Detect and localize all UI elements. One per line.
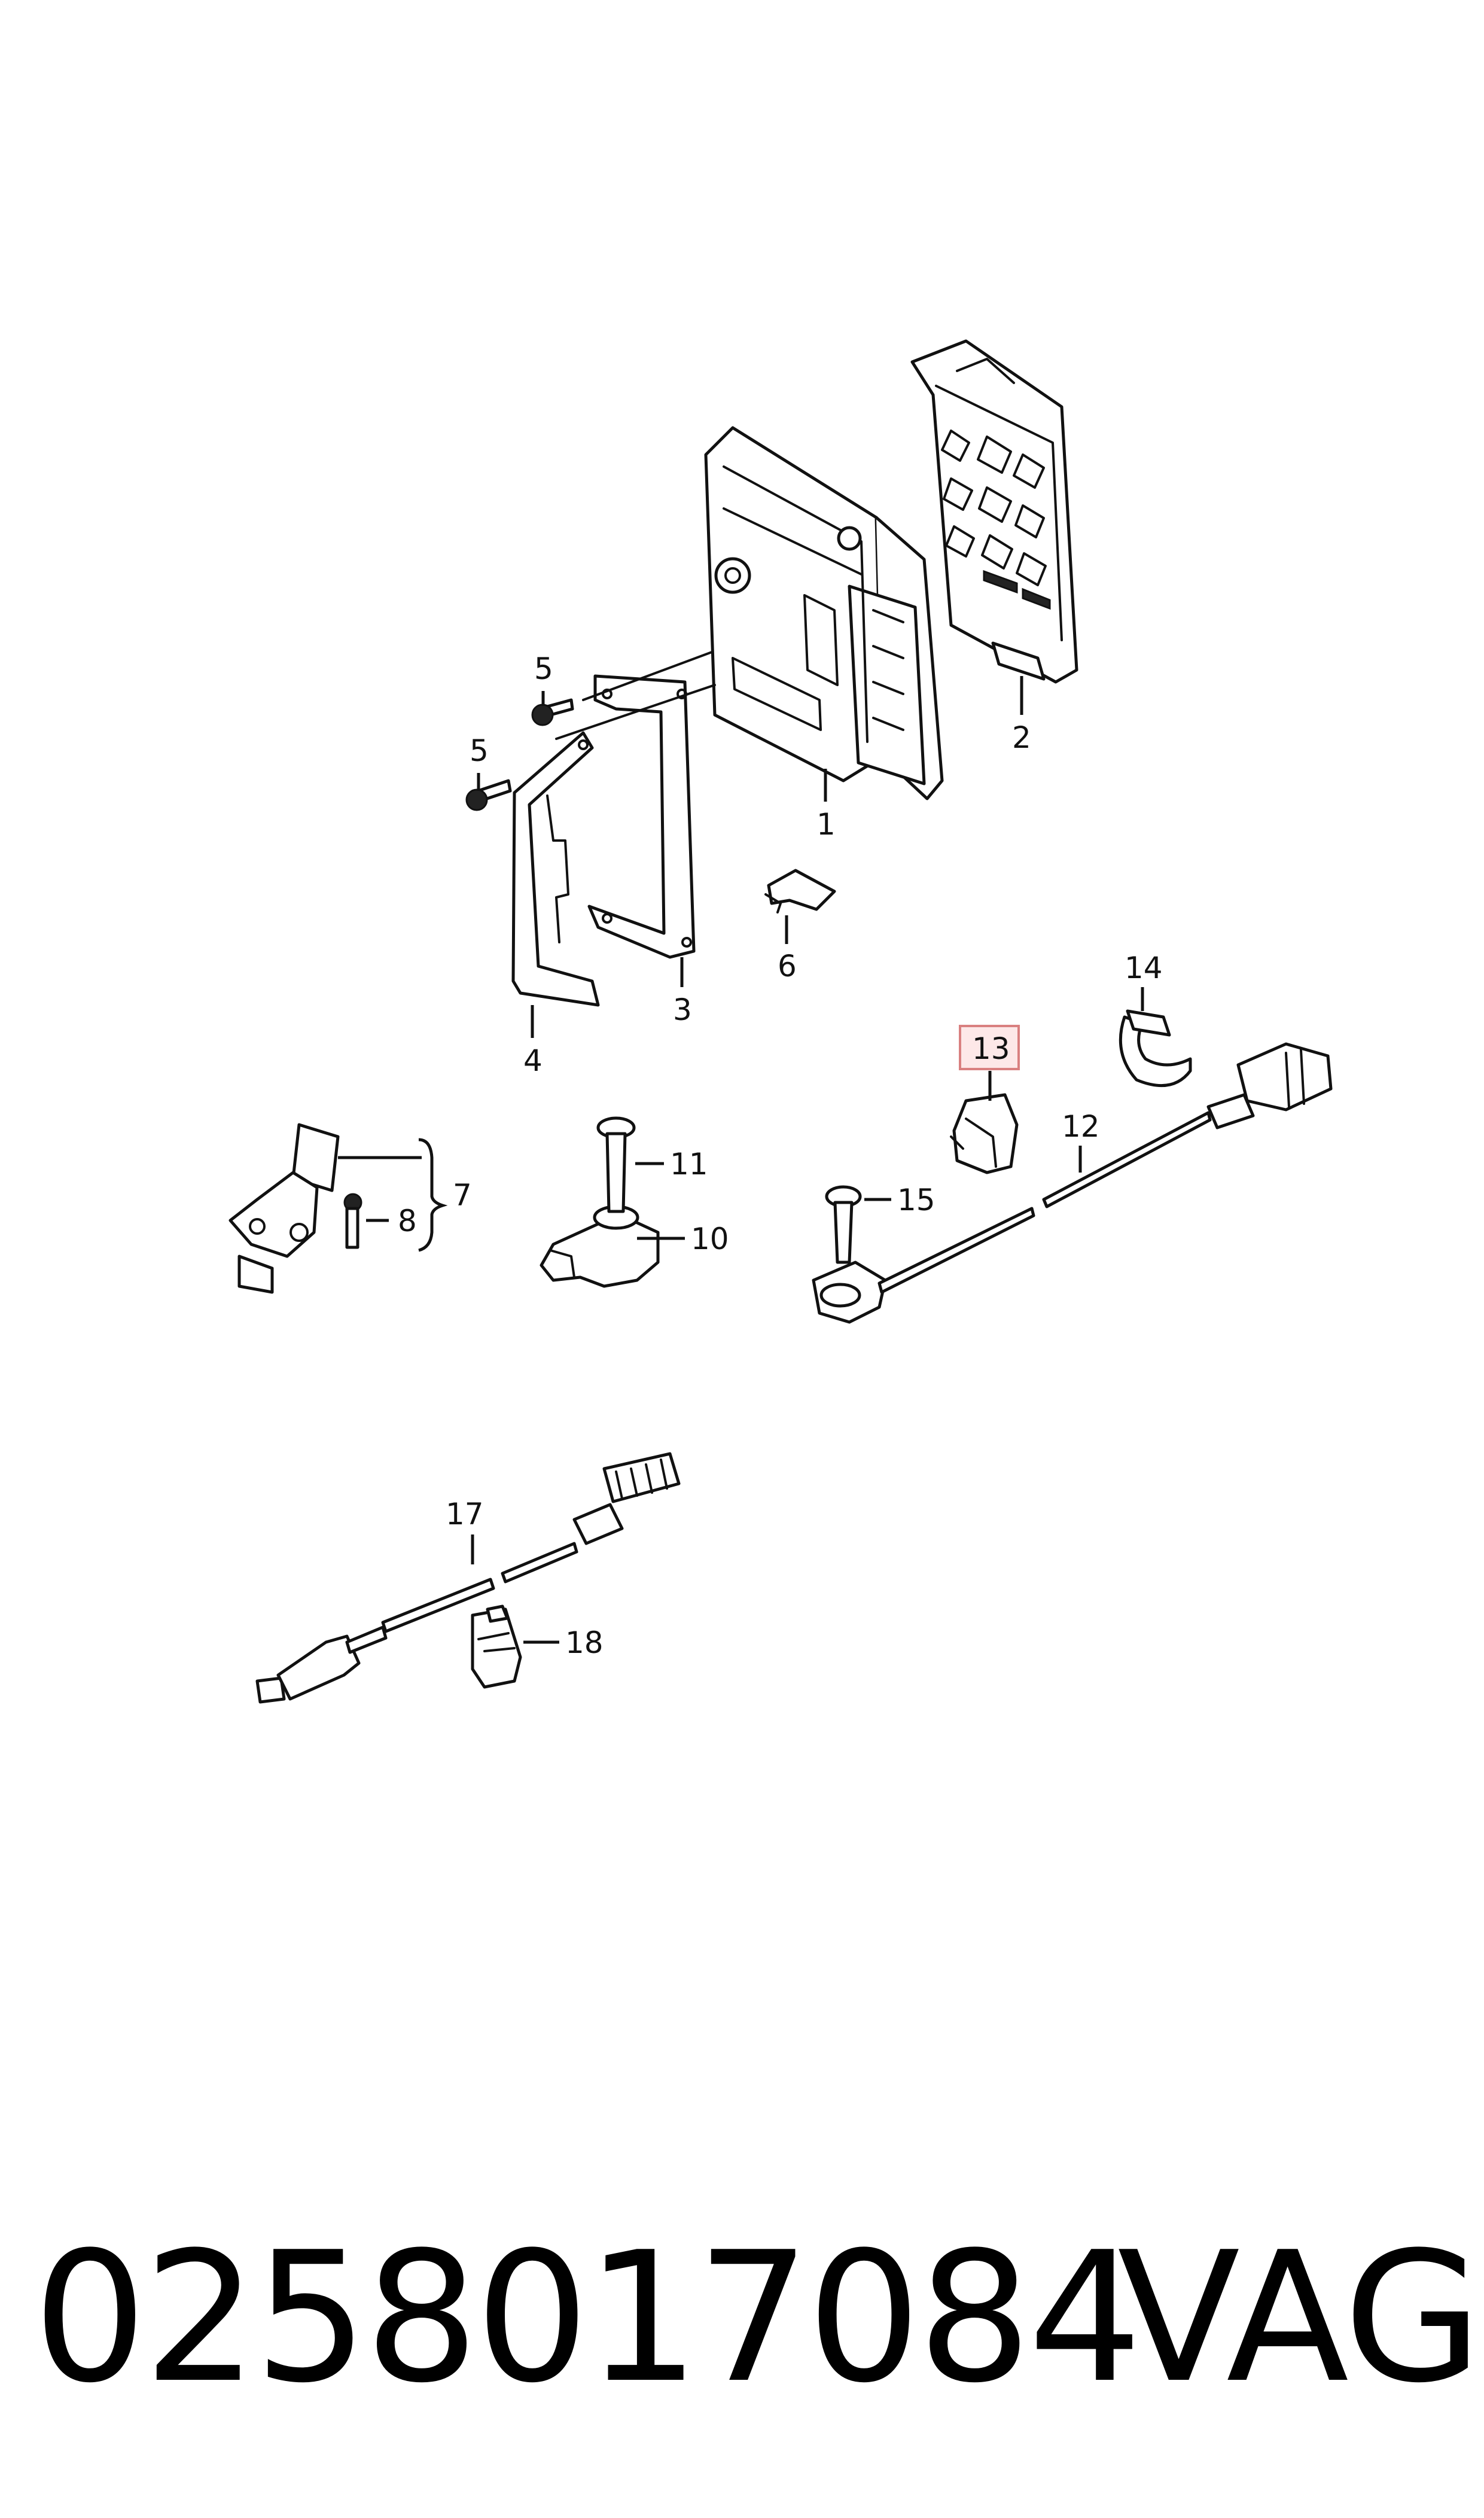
brace-7 [418,1138,448,1252]
assembly-line-3 [555,651,716,740]
probe-17 [255,1452,681,1704]
callout-5a: 5 [534,651,553,686]
callout-5b: 5 [470,733,489,768]
brand-name: VAG [1117,2213,1482,2422]
callout-14: 14 [1125,951,1163,985]
sensor-12 [812,1042,1333,1324]
callout-15: 15 [897,1183,936,1217]
screw-5a [531,698,574,726]
bracket-left [511,731,600,1007]
callout-1: 1 [816,807,836,842]
callout-13: 13 [972,1031,1010,1066]
clip-13 [950,1093,1019,1174]
screw-8 [343,1193,362,1249]
callout-18: 18 [565,1625,604,1660]
callout-3: 3 [673,992,692,1027]
callout-6: 6 [778,949,797,984]
bolt-11 [596,1116,636,1213]
callout-11: 11 [670,1147,708,1182]
callout-17: 17 [446,1497,484,1531]
spring-clip [764,869,836,914]
callout-12: 12 [1062,1109,1100,1144]
callout-4: 4 [523,1043,543,1078]
camshaft-sensor [228,1123,340,1294]
part-number: 0258017084 [33,2213,1142,2422]
callout-8: 8 [398,1204,417,1238]
bracket-right [587,674,696,959]
callout-10: 10 [691,1222,729,1256]
holder-18 [471,1604,522,1689]
callout-13-highlight [959,1025,1020,1070]
callout-7: 7 [453,1178,472,1213]
bolt-15 [825,1185,862,1264]
cover-plate [910,339,1078,684]
sensor-10 [540,1205,660,1288]
ecu-module [704,426,944,800]
screw-5b [465,779,512,811]
clamp-14 [1119,1009,1192,1088]
callout-2: 2 [1012,720,1031,755]
